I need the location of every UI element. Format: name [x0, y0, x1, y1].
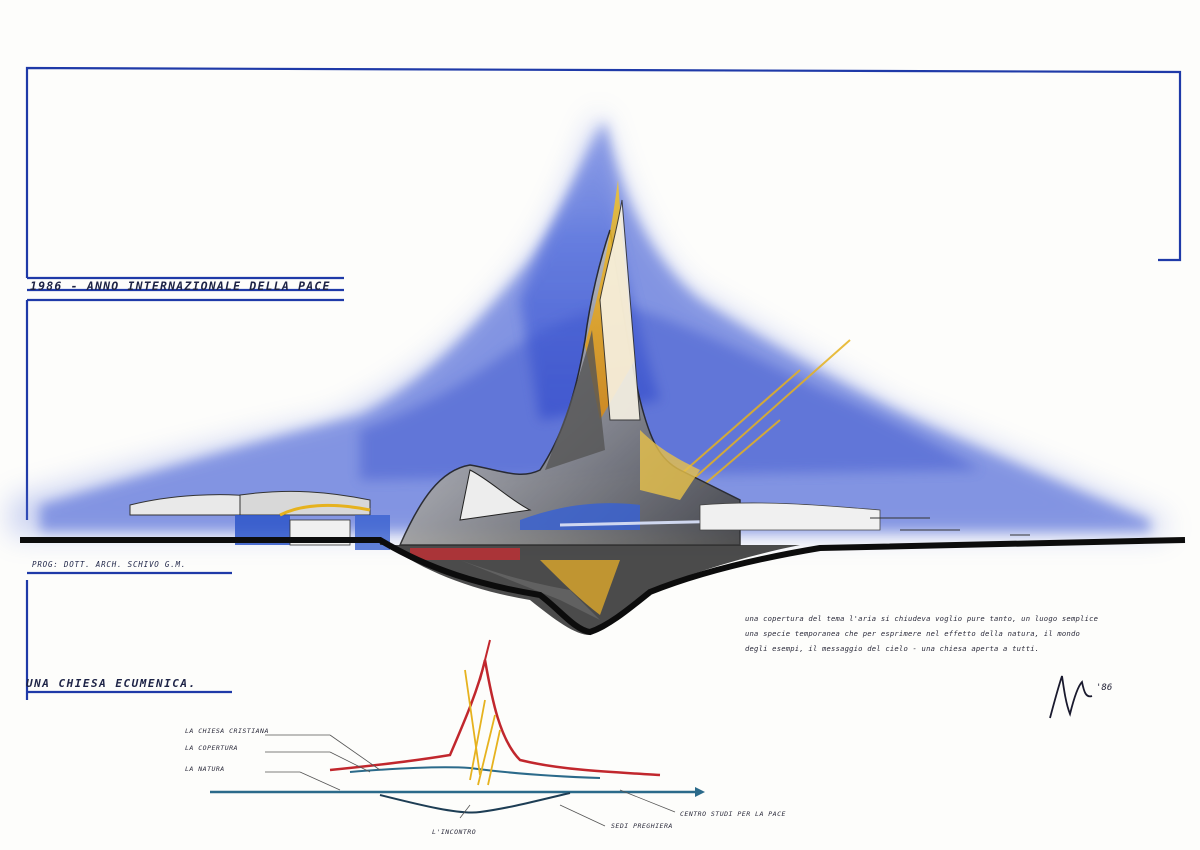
description-note-line: una copertura del tema l'aria si chiudev…	[745, 614, 1099, 623]
sheet-subtitle: UNA CHIESA ECUMENICA.	[26, 677, 197, 690]
diagram-label-nature: LA NATURA	[185, 765, 225, 773]
right-low-structures	[870, 517, 1030, 536]
description-note-line: una specie temporanea che per esprimere …	[745, 629, 1081, 638]
concept-diagram	[210, 639, 705, 827]
diagram-label-prayer-rooms: SEDI PREGHIERA	[611, 822, 673, 830]
signature-year: '86	[1096, 683, 1112, 693]
diagram-label-roof: LA COPERTURA	[185, 744, 238, 752]
architect-credit: PROG: DOTT. ARCH. SCHIVO G.M.	[32, 560, 187, 569]
light-rays	[679, 339, 851, 489]
diagram-label-christian-church: LA CHIESA CRISTIANA	[185, 727, 269, 735]
sheet-frame	[25, 66, 1182, 700]
underground-crypt	[380, 540, 800, 635]
diagram-label-meeting: L'INCONTRO	[432, 828, 477, 836]
central-church-shells	[398, 180, 881, 546]
description-note-line: degli esempi, il messaggio del cielo - u…	[745, 644, 1040, 653]
diagram-label-peace-center: CENTRO STUDI PER LA PACE	[680, 810, 786, 818]
sheet-title: 1986 - ANNO INTERNAZIONALE DELLA PACE	[30, 279, 331, 293]
architect-signature: '86	[1049, 675, 1112, 719]
ground-line	[20, 537, 1186, 636]
